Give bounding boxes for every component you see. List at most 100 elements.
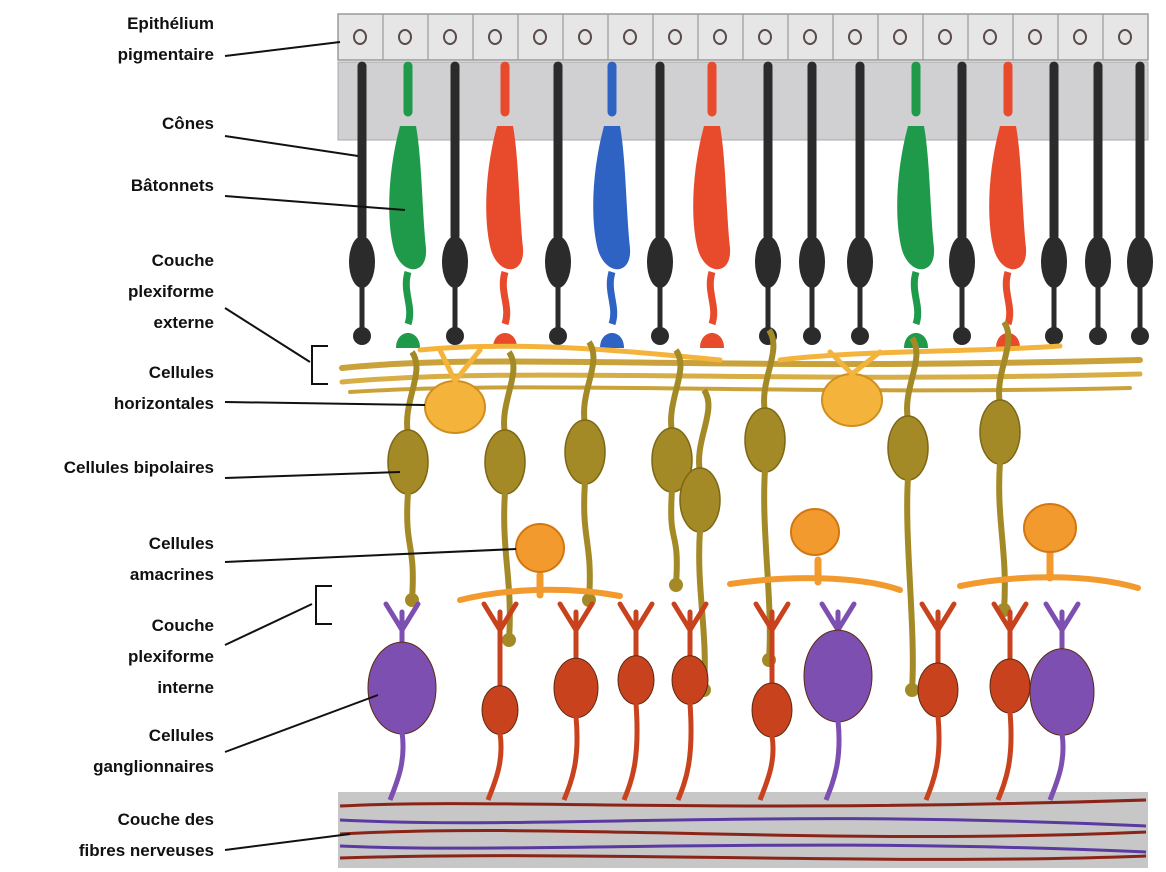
bipolar-soma xyxy=(388,430,428,494)
label-line: Cellules xyxy=(4,357,214,388)
bipolar-axon xyxy=(671,490,677,585)
ganglion-axon xyxy=(624,703,637,800)
horizontal-cell-body-2 xyxy=(822,374,882,426)
leader-amacrines xyxy=(225,549,516,562)
label-line: interne xyxy=(4,672,214,703)
ganglion-cell xyxy=(752,604,792,800)
bipolar-axon xyxy=(584,482,590,600)
label-cellules-amacrines: Cellules amacrines xyxy=(4,528,214,590)
bipolar-terminal xyxy=(502,633,516,647)
label-line: Cônes xyxy=(4,108,214,139)
ganglion-cells xyxy=(368,604,1094,800)
label-line: externe xyxy=(4,307,214,338)
ganglion-axon xyxy=(998,712,1011,800)
bracket-plexiforme-externe xyxy=(312,346,328,384)
ganglion-dendrites xyxy=(560,604,592,666)
rod-nucleus xyxy=(799,236,825,288)
rod-terminal xyxy=(549,327,567,345)
ganglion-soma xyxy=(752,683,792,737)
rod-terminal xyxy=(651,327,669,345)
label-line: Cellules xyxy=(4,720,214,751)
bipolar-terminal xyxy=(669,578,683,592)
ganglion-axon xyxy=(678,703,691,800)
rod-nucleus xyxy=(545,236,571,288)
ganglion-dendrites xyxy=(994,604,1026,666)
bipolar-dendrite xyxy=(584,342,593,424)
bipolar-soma xyxy=(485,430,525,494)
ganglion-soma xyxy=(554,658,598,717)
label-cellules-horizontales: Cellules horizontales xyxy=(4,357,214,419)
rod-nucleus xyxy=(442,236,468,288)
ganglion-axon xyxy=(760,736,773,800)
label-line: Couche xyxy=(4,610,214,641)
cone-inner-segment xyxy=(389,126,426,269)
label-line: fibres nerveuses xyxy=(4,835,214,866)
leader-plexiforme-externe xyxy=(225,308,310,362)
label-epithelium-pigmentaire: Epithélium pigmentaire xyxy=(4,8,214,70)
label-batonnets: Bâtonnets xyxy=(4,170,214,201)
rod-terminal xyxy=(1045,327,1063,345)
ganglion-dendrites xyxy=(922,604,954,670)
label-line: Couche des xyxy=(4,804,214,835)
label-line: plexiforme xyxy=(4,641,214,672)
leader-lines xyxy=(225,42,516,850)
label-line: Cellules xyxy=(4,528,214,559)
ganglion-soma xyxy=(672,656,708,705)
leader-plexiforme-interne xyxy=(225,604,312,645)
bipolar-soma xyxy=(888,416,928,480)
label-line: Epithélium xyxy=(4,8,214,39)
bipolar-axon xyxy=(999,462,1005,610)
rod-nucleus xyxy=(755,236,781,288)
horizontal-cell-body-1 xyxy=(425,381,485,433)
ganglion-soma xyxy=(368,642,436,734)
cone-pedicle xyxy=(600,333,624,348)
cone-pedicle xyxy=(396,333,420,348)
label-cellules-ganglionnaires: Cellules ganglionnaires xyxy=(4,720,214,782)
rod-nucleus xyxy=(349,236,375,288)
rod-terminal xyxy=(1089,327,1107,345)
ganglion-cell xyxy=(618,604,654,800)
label-couche-des-fibres-nerveuses: Couche des fibres nerveuses xyxy=(4,804,214,866)
cone-axon xyxy=(1006,272,1009,324)
label-couche-plexiforme-externe: Couche plexiforme externe xyxy=(4,245,214,338)
rod-nucleus xyxy=(949,236,975,288)
bipolar-soma xyxy=(745,408,785,472)
leader-epithelium xyxy=(225,42,340,56)
leader-ganglionnaires xyxy=(225,695,378,752)
rod-terminal xyxy=(1131,327,1149,345)
amacrine-cells xyxy=(460,504,1138,600)
label-line: Bâtonnets xyxy=(4,170,214,201)
label-line: Cellules bipolaires xyxy=(4,452,214,483)
rod-terminal xyxy=(446,327,464,345)
ganglion-axon xyxy=(390,732,403,800)
ganglion-soma xyxy=(1030,649,1094,735)
label-couche-plexiforme-interne: Couche plexiforme interne xyxy=(4,610,214,703)
cone-inner-segment xyxy=(486,126,523,269)
bipolar-soma xyxy=(565,420,605,484)
ganglion-axon xyxy=(564,717,577,800)
bipolar-soma xyxy=(980,400,1020,464)
ganglion-axon xyxy=(826,720,839,800)
cone-axon xyxy=(406,272,409,324)
rod-nucleus xyxy=(1041,236,1067,288)
rod-terminal xyxy=(953,327,971,345)
ganglion-cell xyxy=(804,604,872,800)
label-cones: Cônes xyxy=(4,108,214,139)
ganglion-soma xyxy=(918,663,958,717)
rod-terminal xyxy=(803,327,821,345)
label-line: Couche xyxy=(4,245,214,276)
rod-terminal xyxy=(353,327,371,345)
ganglion-dendrites xyxy=(756,604,788,690)
label-line: pigmentaire xyxy=(4,39,214,70)
amacrine-cell-body-2 xyxy=(791,509,839,555)
label-line: amacrines xyxy=(4,559,214,590)
cone-axon xyxy=(914,272,917,324)
cone-inner-segment xyxy=(593,126,630,269)
cone-inner-segment xyxy=(693,126,730,269)
bipolar-cell xyxy=(565,342,605,607)
cone-axon xyxy=(503,272,506,324)
rod-nucleus xyxy=(1085,236,1111,288)
ganglion-soma xyxy=(482,686,518,735)
bipolar-soma xyxy=(680,468,720,532)
